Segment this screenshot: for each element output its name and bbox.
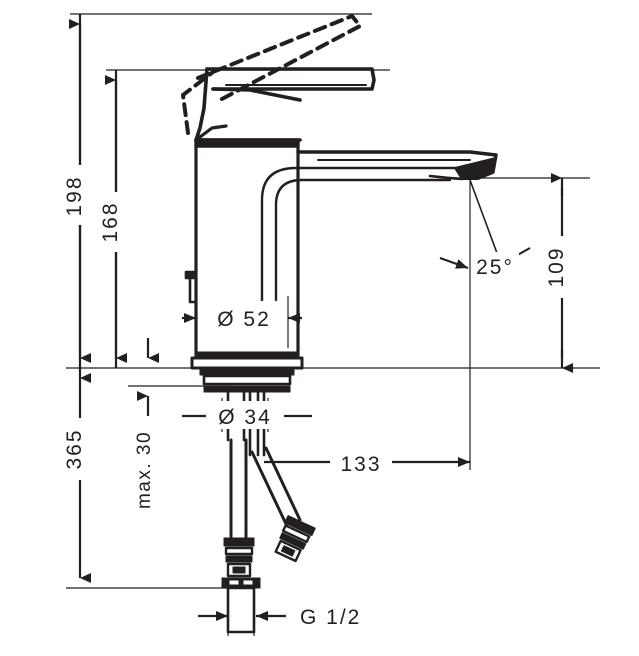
dimension-label-168: 168 <box>99 201 122 242</box>
dimension-height-168: 168 <box>99 70 132 368</box>
dimension-label-diameter-52: Ø 52 <box>217 308 271 331</box>
dimension-height-365: 365 <box>63 368 96 583</box>
dimension-projection-133: 133 <box>264 178 471 476</box>
dimension-label-angle-25: 25° <box>476 256 514 279</box>
lever-handle-underside <box>194 124 228 142</box>
dimension-angle-25: 25° <box>439 179 531 279</box>
flexible-supply-hoses <box>229 438 302 542</box>
dimension-label-133: 133 <box>340 453 381 476</box>
dimension-label-365: 365 <box>63 428 86 469</box>
dimension-height-198: 198 <box>63 14 96 368</box>
dimension-label-g12: G 1/2 <box>300 606 361 629</box>
base-escutcheon <box>190 351 304 393</box>
spout-inner-curve <box>260 166 457 302</box>
dimension-diameter-52: Ø 52 <box>182 296 302 348</box>
lever-handle <box>194 67 376 142</box>
cartridge-collar <box>194 138 300 148</box>
dimension-label-109: 109 <box>545 246 568 287</box>
dimension-max-30: max. 30 <box>134 338 159 509</box>
lever-open-position-dashed <box>181 14 362 135</box>
dimension-diameter-34: Ø 34 <box>182 398 312 432</box>
dimension-thread-g12: G 1/2 <box>198 596 361 636</box>
dimension-label-diameter-34: Ø 34 <box>218 406 272 429</box>
hose-connector-left <box>223 537 255 578</box>
dimension-label-198: 198 <box>63 175 86 216</box>
dimension-label-max-30: max. 30 <box>134 431 155 509</box>
dimension-height-109: 109 <box>545 173 578 373</box>
pop-up-waste-lever <box>184 270 198 304</box>
hose-connector-right <box>274 515 316 563</box>
spout-outlet-aerator <box>428 157 497 181</box>
